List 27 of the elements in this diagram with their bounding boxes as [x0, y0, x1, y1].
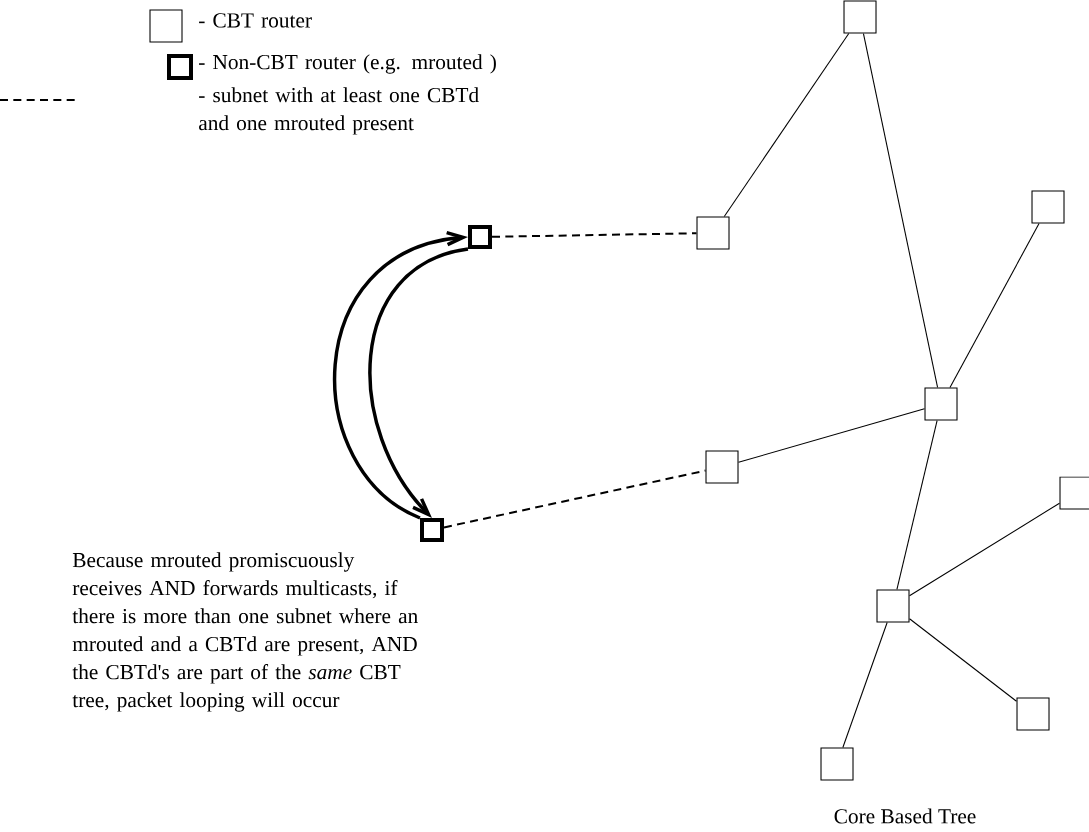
link-line	[896, 420, 938, 590]
router-square	[705, 450, 739, 484]
router-square	[843, 0, 877, 34]
link-line	[738, 408, 925, 463]
subnet-line	[443, 469, 707, 529]
subnet-line	[491, 232, 698, 238]
legend-text: - CBT router	[199, 13, 312, 28]
router-square	[420, 518, 444, 542]
link-line	[949, 223, 1040, 388]
link-line	[862, 33, 939, 388]
legend-text: - subnet with at least one CBTd and one mrouted present	[199, 87, 479, 135]
curved-arrow	[333, 230, 468, 520]
router-square	[820, 747, 854, 781]
curved-arrow	[368, 247, 469, 518]
legend-text: - Non-CBT router (e.g. mrouted )	[199, 54, 496, 74]
router-square	[696, 216, 730, 250]
router-square	[924, 387, 958, 421]
caption-text: Core Based Tree	[834, 808, 976, 824]
link-line	[842, 622, 888, 748]
router-square	[468, 225, 492, 249]
link-line	[723, 33, 850, 217]
link-line	[909, 502, 1060, 597]
router-square	[876, 589, 910, 623]
note-text: Because mrouted promiscuously receives AND forwards multicasts, if there is more than one subnet where an mrouted and a CBTd are present, AND the CBTd's are part of the same CBT tree, packet looping will occur	[72, 552, 418, 712]
link-line	[909, 618, 1017, 702]
router-square	[1031, 190, 1065, 224]
router-square	[1016, 697, 1050, 731]
